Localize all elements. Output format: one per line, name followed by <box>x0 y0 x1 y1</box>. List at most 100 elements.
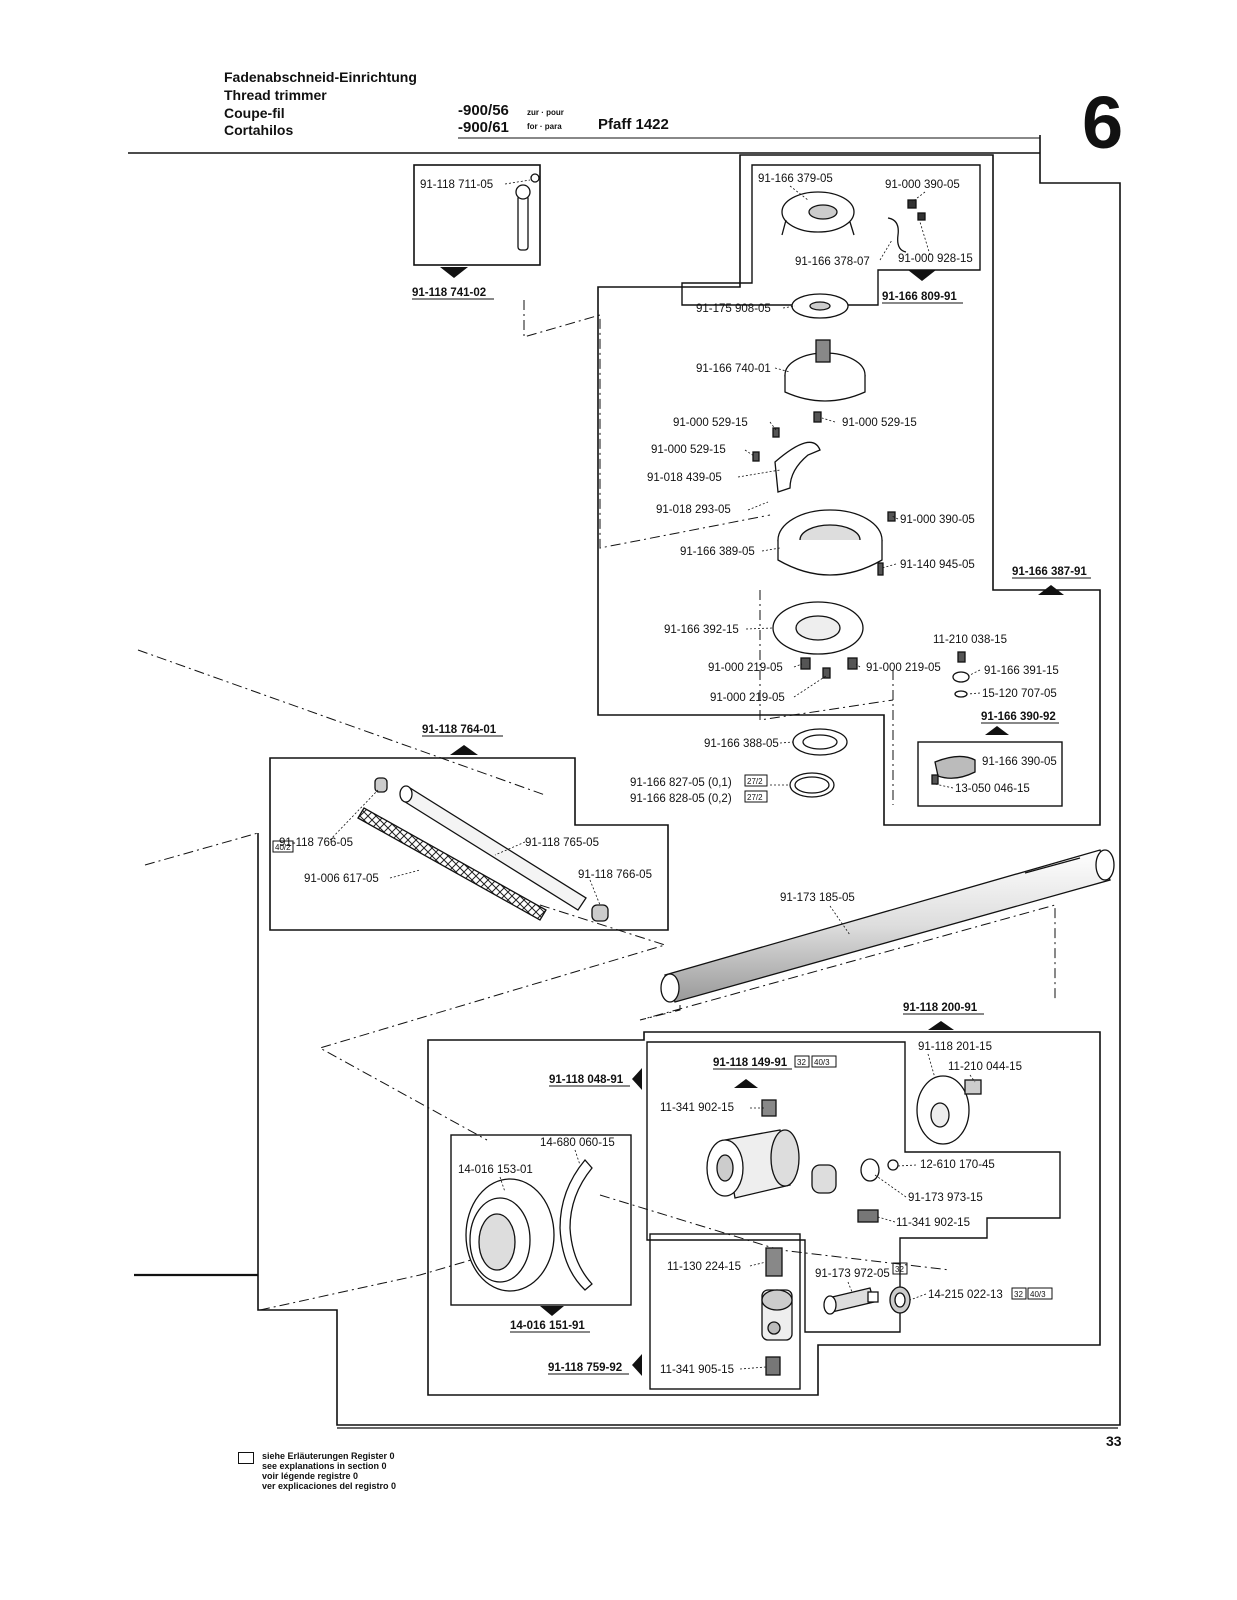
title-german: Fadenabschneid-Einrichtung <box>224 69 417 85</box>
box-bearing <box>450 1134 632 1306</box>
clamp-screw-icon <box>765 1247 783 1277</box>
part-label: 91-000 219-05 <box>708 662 783 674</box>
part-label: 14-680 060-15 <box>540 1137 615 1149</box>
part-label: 91-166 392-15 <box>664 624 739 636</box>
part-label: 91-118 766-05 <box>279 837 353 849</box>
part-label: 91-166 828-05 (0,2) <box>630 793 732 805</box>
box-crank <box>646 1041 1061 1333</box>
title-english: Thread trimmer <box>224 87 327 103</box>
part-label: 11-341 902-15 <box>896 1217 970 1229</box>
assembly-thread-guide: 91-118 741-02 <box>412 287 486 299</box>
box-tube-assembly <box>269 757 669 931</box>
footer-legend: siehe Erläuterungen Register 0 see expla… <box>262 1451 396 1491</box>
outer-frame <box>257 135 1121 1426</box>
bobbin-case-icon <box>781 191 855 236</box>
legend-spanish: ver explicaciones del registro 0 <box>262 1481 397 1491</box>
bobbin-icon <box>791 293 849 319</box>
register-tag: 40/2 <box>275 843 291 852</box>
part-label: 91-000 219-05 <box>866 662 941 674</box>
eccentric-disc-icon <box>916 1075 982 1145</box>
part-label: 91-173 185-05 <box>780 892 855 904</box>
latch-spring-icon <box>887 199 926 253</box>
page-number: 33 <box>1106 1433 1122 1449</box>
ball-bearing-icon <box>465 1178 555 1292</box>
box-thread-guide <box>413 164 541 266</box>
part-label: 11-130 224-15 <box>667 1261 741 1273</box>
spring-sleeve-icon <box>889 1286 911 1314</box>
hook-shaft-icon <box>660 849 1115 1003</box>
part-label: 91-166 388-05 <box>704 738 779 750</box>
assembly-clamp: 91-118 759-92 <box>548 1362 622 1374</box>
small-screws-icon <box>752 411 966 679</box>
assembly-rotary-hook: 91-166 387-91 <box>1012 566 1087 578</box>
box-bobbin-case <box>681 164 981 306</box>
part-label: 14-215 022-13 <box>928 1289 1003 1301</box>
model-number-a: -900/56 <box>458 102 509 119</box>
tube-icon <box>374 777 609 922</box>
part-label: 11-210 044-15 <box>948 1061 1022 1073</box>
assembly-trimmer-drive: 91-118 200-91 <box>903 1002 978 1014</box>
frame-trimmer-drive <box>427 1031 1101 1396</box>
part-label: 91-118 766-05 <box>578 869 652 881</box>
register-tag: 40/3 <box>814 1058 830 1067</box>
part-label: 91-118 765-05 <box>525 837 599 849</box>
clamp-icon <box>761 1289 793 1341</box>
part-label: 91-118 711-05 <box>420 179 493 191</box>
part-label: 11-341 905-15 <box>660 1364 734 1376</box>
part-label: 91-018 439-05 <box>647 472 722 484</box>
hook-body-icon <box>784 339 866 402</box>
part-label: 91-166 740-01 <box>696 363 771 375</box>
part-label: 91-000 529-15 <box>673 417 748 429</box>
circlip-icon <box>559 1158 593 1291</box>
part-label: 91-000 390-05 <box>900 514 975 526</box>
register-tag: 32 <box>1014 1290 1023 1299</box>
part-label: 12-610 170-45 <box>920 1159 995 1171</box>
frame-hook-assembly <box>597 154 1101 826</box>
register-tag: 32 <box>895 1265 904 1274</box>
box-hook-cover <box>917 741 1063 807</box>
set-screw-icon <box>857 1209 879 1223</box>
thread-guide-icon <box>515 173 540 251</box>
part-label: 91-166 389-05 <box>680 546 755 558</box>
part-label: 91-118 201-15 <box>918 1041 992 1053</box>
register-tag: 27/2 <box>747 777 763 786</box>
preposition-b: for · para <box>527 122 562 131</box>
legend-french: voir légende registre 0 <box>262 1471 359 1481</box>
part-label: 15-120 707-05 <box>982 688 1057 700</box>
crank-icon <box>706 1099 837 1199</box>
assembly-bobbin-case: 91-166 809-91 <box>882 291 957 303</box>
part-label: 91-000 219-05 <box>710 692 785 704</box>
part-label: 91-173 972-05 <box>815 1268 890 1280</box>
part-label: 91-175 908-05 <box>696 303 771 315</box>
part-label: 91-173 973-15 <box>908 1192 983 1204</box>
section-number: 6 <box>1082 81 1124 164</box>
part-label: 91-000 390-05 <box>885 179 960 191</box>
hook-cover-icon <box>934 755 976 779</box>
box-clamp <box>649 1233 801 1390</box>
part-label: 91-140 945-05 <box>900 559 975 571</box>
part-label: 91-000 529-15 <box>842 417 917 429</box>
register-tag: 27/2 <box>747 793 763 802</box>
part-label: 13-050 046-15 <box>955 783 1030 795</box>
register-tag: 32 <box>797 1058 806 1067</box>
braided-cable-icon <box>357 807 547 921</box>
register-box-icon <box>238 1452 254 1464</box>
legend-german: siehe Erläuterungen Register 0 <box>262 1451 395 1461</box>
legend-english: see explanations in section 0 <box>262 1461 387 1471</box>
assembly-hook-cover: 91-166 390-92 <box>981 711 1056 723</box>
part-label: 11-341 902-15 <box>660 1102 734 1114</box>
model-number-b: -900/61 <box>458 119 509 136</box>
machine-name: Pfaff 1422 <box>598 116 669 133</box>
part-label: 91-018 293-05 <box>656 504 731 516</box>
stop-pin-icon <box>823 1287 879 1315</box>
register-tag: 40/3 <box>1030 1290 1046 1299</box>
rotary-hook-icon <box>777 509 883 576</box>
part-label: 14-016 153-01 <box>458 1164 533 1176</box>
part-label: 91-166 378-07 <box>795 256 870 268</box>
washer-small-icon <box>860 1158 880 1182</box>
part-label: 11-210 038-15 <box>933 634 1007 646</box>
part-label: 91-166 379-05 <box>758 173 833 185</box>
title-french: Coupe-fil <box>224 105 285 121</box>
assembly-crank: 91-118 149-91 <box>713 1057 788 1069</box>
